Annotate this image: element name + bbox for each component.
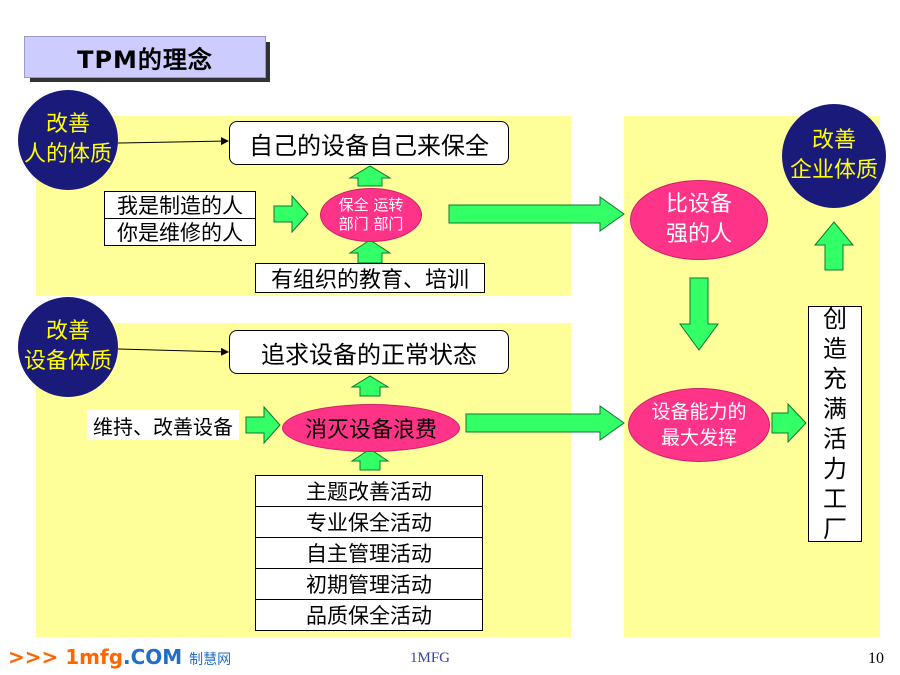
activity-row: 品质保全活动	[255, 600, 483, 631]
roles-box: 我是制造的人 你是维修的人	[104, 191, 256, 246]
arrow-depts-to-stronger	[448, 196, 625, 232]
page-number: 10	[868, 650, 884, 667]
arrow-factory-to-enterprise	[813, 221, 855, 271]
arrow-up-bottom-goal	[350, 375, 390, 397]
line-equipment-to-goal	[117, 347, 229, 356]
role-maintenance: 你是维修的人	[104, 218, 256, 246]
training-box: 有组织的教育、培训	[255, 263, 485, 293]
activity-row: 主题改善活动	[255, 475, 483, 507]
depts-ellipse: 保全 运转 部门 部门	[320, 188, 422, 242]
eliminate-waste-ellipse: 消灭设备浪费	[282, 404, 460, 452]
circle-improve-equipment: 改善设备体质	[18, 297, 118, 397]
arrow-up-activities	[350, 448, 390, 471]
role-manufacturing: 我是制造的人	[104, 191, 256, 218]
arrow-roles-to-depts	[273, 194, 309, 234]
arrow-eliminate-to-max	[465, 405, 625, 441]
goal-self-maintenance: 自己的设备自己来保全	[229, 121, 509, 165]
arrow-maintain-to-eliminate	[245, 405, 281, 445]
activity-row: 初期管理活动	[255, 569, 483, 600]
arrow-down-stronger-to-max	[679, 277, 719, 351]
footer-logo: >>> 1mfg.COM 制慧网	[8, 645, 232, 669]
circle-improve-enterprise: 改善企业体质	[782, 104, 886, 208]
vital-factory-column: 创 造 充 满 活 力 工 厂	[808, 305, 862, 543]
circle-improve-person: 改善人的体质	[18, 90, 118, 190]
stronger-person-ellipse: 比设备强的人	[630, 180, 768, 260]
activities-stack: 主题改善活动 专业保全活动 自主管理活动 初期管理活动 品质保全活动	[255, 475, 483, 631]
page-title: TPM的理念	[24, 36, 266, 78]
line-person-to-goal	[117, 137, 229, 146]
goal-normal-state: 追求设备的正常状态	[229, 330, 509, 374]
maintain-improve-box: 维持、改善设备	[87, 410, 239, 440]
arrow-up-top-goal	[348, 165, 392, 187]
arrow-up-training	[348, 239, 392, 264]
activity-row: 专业保全活动	[255, 507, 483, 538]
activity-row: 自主管理活动	[255, 538, 483, 569]
max-ability-ellipse: 设备能力的最大发挥	[628, 388, 770, 462]
arrow-max-to-factory	[771, 402, 807, 444]
footer-center-text: 1MFG	[410, 650, 451, 666]
